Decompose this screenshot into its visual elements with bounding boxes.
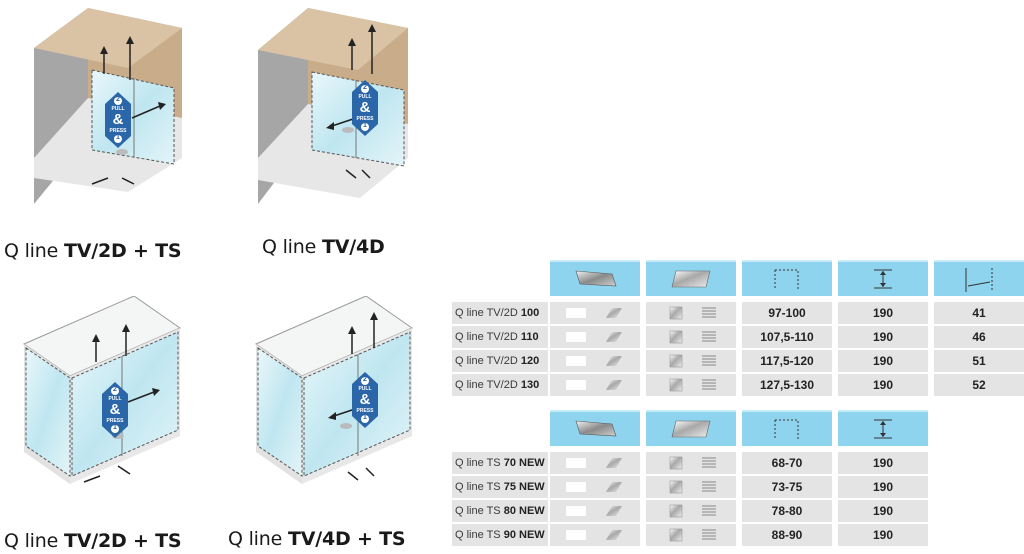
width-value: 97-100 <box>742 302 832 324</box>
height-value: 190 <box>838 476 928 498</box>
product-tv2d-ts-bottom: 2 PULL & PRESS 1 <box>22 296 182 502</box>
table-row: Q line TS 75 NEW 73-75 190 <box>452 476 932 498</box>
height-value: 190 <box>838 326 928 348</box>
glass-swatch-cell <box>646 452 736 474</box>
width-range-icon <box>742 410 832 446</box>
width-range-icon <box>742 260 832 296</box>
profile-swatch-cell <box>550 302 640 324</box>
caption-tv4d-ts-bottom: Q line TV/4D + TS <box>228 528 406 550</box>
height-icon <box>838 260 928 296</box>
height-value: 190 <box>838 374 928 396</box>
shower-enclosure-illustration <box>254 296 414 484</box>
table-row: Q line TV/2D 110 107,5-110 190 46 <box>452 326 1024 348</box>
model-name: Q line TV/2D 130 <box>452 374 548 396</box>
badge-step-two: 2 <box>116 96 120 103</box>
profile-swatch-cell <box>550 452 640 474</box>
profile-swatch-cell <box>550 350 640 372</box>
model-name: Q line TV/2D 100 <box>452 302 548 324</box>
height-value: 190 <box>838 350 928 372</box>
model-name: Q line TS 90 NEW <box>452 524 548 546</box>
width-value: 117,5-120 <box>742 350 832 372</box>
glass-swatch-cell <box>646 350 736 372</box>
spec-table-tv2d: Q line TV/2D 100 97-100 190 41 Q line TV… <box>452 260 1024 400</box>
badge-press-label: PRESS <box>356 408 374 414</box>
profile-swatch-cell <box>550 476 640 498</box>
badge-press-label: PRESS <box>106 418 124 424</box>
model-name: Q line TV/2D 110 <box>452 326 548 348</box>
pull-press-badge: 2 PULL & PRESS 1 <box>352 80 378 136</box>
badge-press-label: PRESS <box>109 128 127 134</box>
badge-step-one: 1 <box>116 134 120 141</box>
glass-swatch-cell <box>646 374 736 396</box>
height-icon <box>838 410 928 446</box>
profile-swatch-cell <box>550 326 640 348</box>
height-value: 190 <box>838 500 928 522</box>
height-value: 190 <box>838 524 928 546</box>
glass-type-icon <box>646 410 736 446</box>
caption-tv4d-top: Q line TV/4D <box>262 236 385 258</box>
height-value: 190 <box>838 452 928 474</box>
glass-type-icon <box>646 260 736 296</box>
pull-press-badge: 2 PULL & PRESS 1 <box>352 372 378 428</box>
entry-value: 51 <box>934 350 1024 372</box>
spec-table-ts: Q line TS 70 NEW 68-70 190 Q line TS 75 … <box>452 410 932 550</box>
badge-step-two: 2 <box>363 84 367 91</box>
entry-value: 41 <box>934 302 1024 324</box>
width-value: 88-90 <box>742 524 832 546</box>
width-value: 68-70 <box>742 452 832 474</box>
table-row: Q line TV/2D 130 127,5-130 190 52 <box>452 374 1024 396</box>
badge-pull-label: PULL <box>358 386 372 392</box>
profile-swatch-cell <box>550 374 640 396</box>
product-tv2d-ts-top: 2 PULL & PRESS 1 <box>30 8 190 214</box>
badge-ampersand: & <box>359 99 371 116</box>
badge-pull-label: PULL <box>108 396 122 402</box>
caption-tv2d-ts-top: Q line TV/2D + TS <box>4 240 182 262</box>
badge-pull-label: PULL <box>111 106 125 112</box>
caption-tv2d-ts-bottom: Q line TV/2D + TS <box>4 530 182 552</box>
profile-color-icon <box>550 260 640 296</box>
badge-step-one: 1 <box>363 122 367 129</box>
width-value: 73-75 <box>742 476 832 498</box>
table-header-row <box>452 260 1024 296</box>
product-tv4d-ts-bottom: 2 PULL & PRESS 1 <box>254 296 414 502</box>
glass-swatch-cell <box>646 302 736 324</box>
model-name: Q line TS 80 NEW <box>452 500 548 522</box>
table-row: Q line TS 90 NEW 88-90 190 <box>452 524 932 546</box>
table-row: Q line TS 80 NEW 78-80 190 <box>452 500 932 522</box>
table-row: Q line TV/2D 100 97-100 190 41 <box>452 302 1024 324</box>
pull-press-badge: 2 PULL & PRESS 1 <box>105 92 131 148</box>
glass-swatch-cell <box>646 326 736 348</box>
badge-pull-label: PULL <box>358 94 372 100</box>
table-row: Q line TV/2D 120 117,5-120 190 51 <box>452 350 1024 372</box>
table-header-row <box>452 410 932 446</box>
entry-value: 52 <box>934 374 1024 396</box>
badge-ampersand: & <box>112 111 124 128</box>
badge-step-one: 1 <box>113 424 117 431</box>
width-value: 107,5-110 <box>742 326 832 348</box>
product-tv4d-top: 2 PULL & PRESS 1 <box>256 8 416 214</box>
badge-step-one: 1 <box>363 414 367 421</box>
entry-width-icon <box>934 260 1024 296</box>
model-name: Q line TV/2D 120 <box>452 350 548 372</box>
badge-ampersand: & <box>359 391 371 408</box>
width-value: 127,5-130 <box>742 374 832 396</box>
profile-swatch-cell <box>550 524 640 546</box>
table-row: Q line TS 70 NEW 68-70 190 <box>452 452 932 474</box>
badge-press-label: PRESS <box>356 116 374 122</box>
model-name: Q line TS 75 NEW <box>452 476 548 498</box>
glass-swatch-cell <box>646 476 736 498</box>
height-value: 190 <box>838 302 928 324</box>
pull-press-badge: 2 PULL & PRESS 1 <box>102 382 128 438</box>
width-value: 78-80 <box>742 500 832 522</box>
shower-enclosure-illustration <box>258 8 408 204</box>
badge-ampersand: & <box>109 401 121 418</box>
entry-value: 46 <box>934 326 1024 348</box>
model-name: Q line TS 70 NEW <box>452 452 548 474</box>
badge-step-two: 2 <box>363 376 367 383</box>
profile-color-icon <box>550 410 640 446</box>
glass-swatch-cell <box>646 524 736 546</box>
glass-swatch-cell <box>646 500 736 522</box>
badge-step-two: 2 <box>113 386 117 393</box>
profile-swatch-cell <box>550 500 640 522</box>
